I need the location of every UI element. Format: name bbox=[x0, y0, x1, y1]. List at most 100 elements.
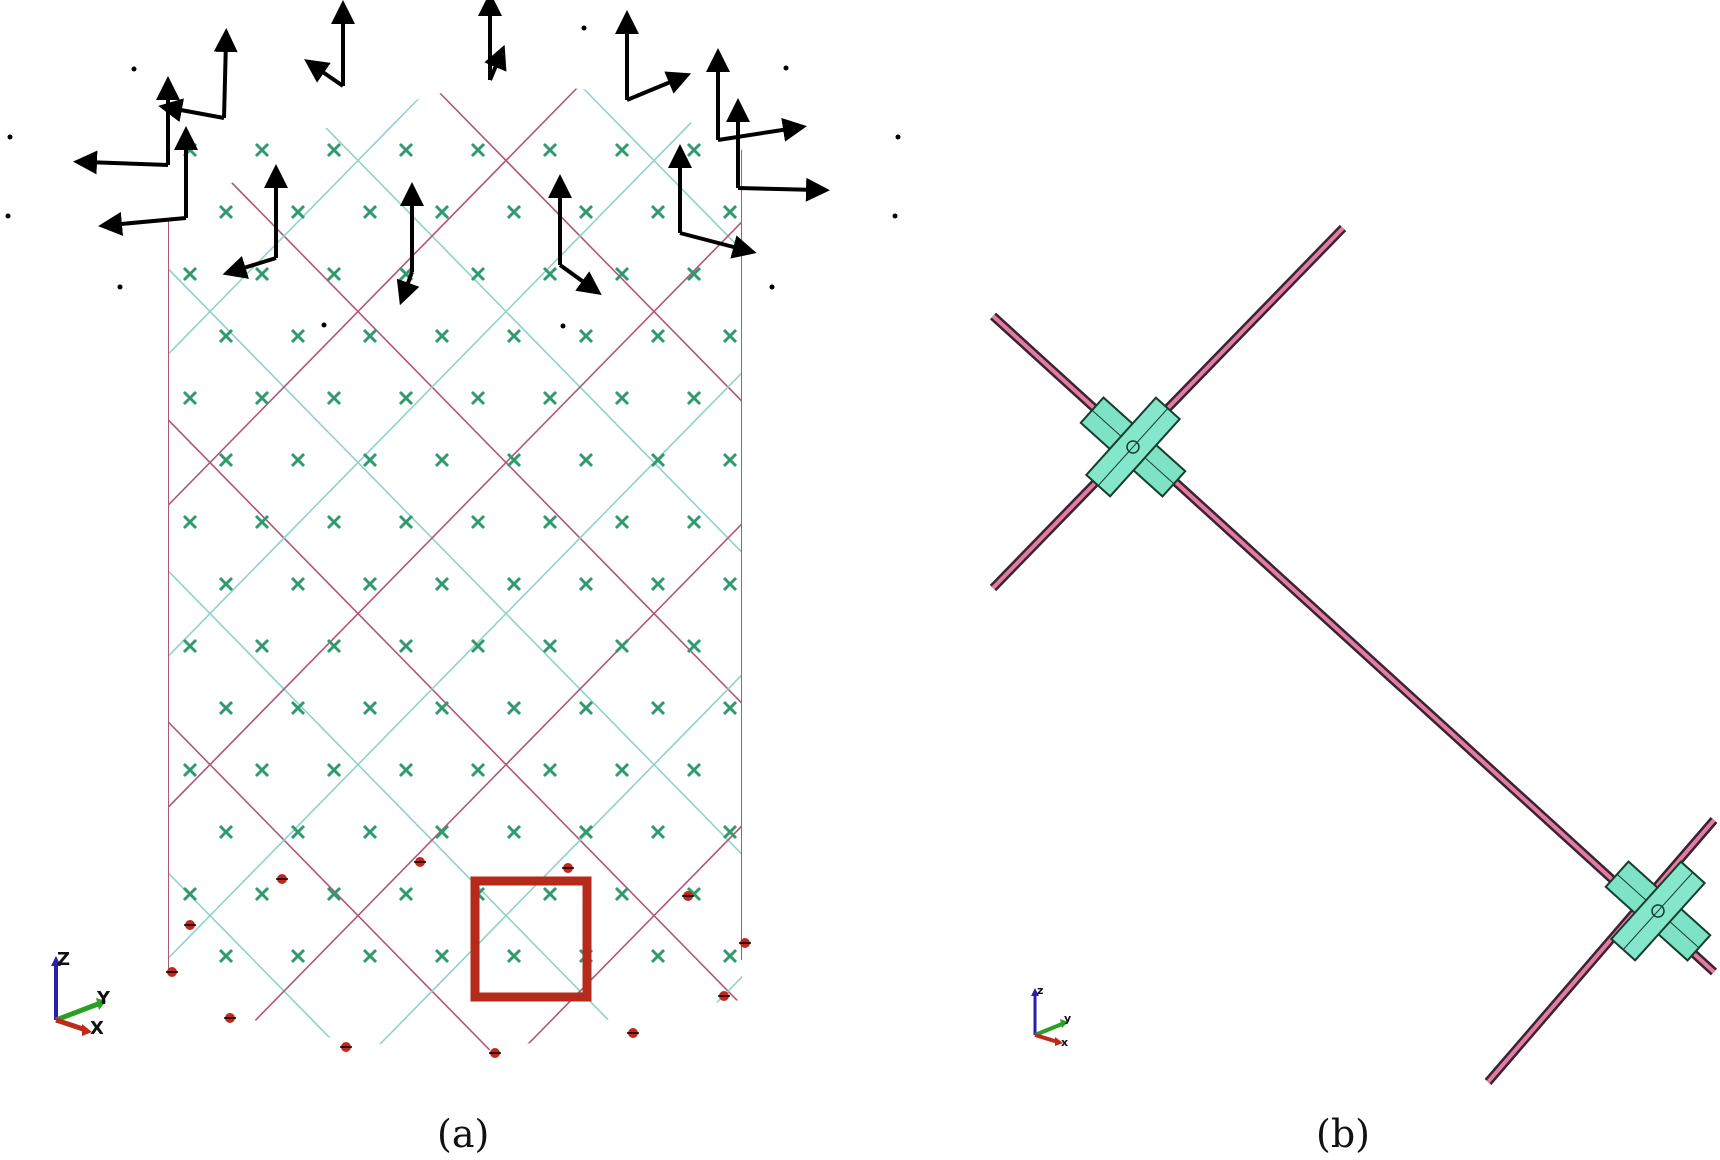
zoomed-struts bbox=[989, 224, 1718, 1085]
panel-a-lattice-view: Z Y X bbox=[5, 0, 1720, 1058]
load-arrow bbox=[737, 177, 830, 202]
connector-joint-lower bbox=[1604, 860, 1712, 962]
support-marker bbox=[489, 1048, 501, 1058]
load-arrow bbox=[558, 263, 602, 296]
joint-marker bbox=[254, 142, 270, 158]
joint-marker bbox=[290, 328, 306, 344]
zoom-highlight-box bbox=[470, 876, 592, 1002]
joint-marker bbox=[614, 266, 630, 282]
joint-marker bbox=[290, 576, 306, 592]
joint-marker bbox=[686, 266, 702, 282]
joint-marker bbox=[650, 576, 666, 592]
caption-panel-b: (b) bbox=[1316, 1112, 1370, 1156]
joint-marker bbox=[434, 576, 450, 592]
support-marker bbox=[340, 1042, 352, 1052]
caption-panel-a: (a) bbox=[437, 1112, 490, 1156]
load-arrow bbox=[304, 59, 345, 88]
axis-label-y: Y bbox=[96, 988, 111, 1009]
strut bbox=[168, 84, 729, 1051]
joint-marker bbox=[362, 328, 378, 344]
support-marker bbox=[166, 967, 178, 977]
stray-point bbox=[769, 284, 775, 290]
axis-label-x: X bbox=[90, 1018, 104, 1039]
strut bbox=[521, 84, 742, 1051]
joint-marker bbox=[218, 824, 234, 840]
stray-point bbox=[892, 213, 898, 219]
joint-marker bbox=[722, 824, 738, 840]
joint-marker bbox=[326, 762, 342, 778]
joint-marker bbox=[686, 142, 702, 158]
lattice-struts bbox=[168, 84, 1720, 1051]
joint-marker bbox=[542, 762, 558, 778]
joint-marker bbox=[362, 576, 378, 592]
joint-marker bbox=[434, 328, 450, 344]
axis-label-y: y bbox=[1064, 1012, 1071, 1025]
joint-marker bbox=[650, 204, 666, 220]
joint-marker bbox=[218, 204, 234, 220]
joint-marker bbox=[434, 948, 450, 964]
joint-marker bbox=[578, 204, 594, 220]
stray-point bbox=[131, 66, 137, 72]
strut bbox=[1024, 85, 1720, 1050]
joint-marker bbox=[362, 700, 378, 716]
joint-marker bbox=[254, 886, 270, 902]
load-arrows bbox=[73, 0, 830, 306]
joint-marker bbox=[182, 638, 198, 654]
joint-marker bbox=[686, 514, 702, 530]
joint-marker bbox=[362, 452, 378, 468]
joint-marker bbox=[578, 328, 594, 344]
lattice-joints bbox=[182, 142, 738, 964]
joint-marker bbox=[578, 576, 594, 592]
joint-marker bbox=[182, 390, 198, 406]
joint-marker bbox=[650, 824, 666, 840]
strut bbox=[168, 84, 742, 1051]
strut bbox=[669, 84, 742, 1051]
joint-marker bbox=[362, 948, 378, 964]
support-marker bbox=[224, 1013, 236, 1023]
load-arrow bbox=[98, 211, 187, 236]
strut bbox=[431, 84, 742, 1051]
joint-marker bbox=[254, 390, 270, 406]
support-marker bbox=[184, 920, 196, 930]
joint-marker bbox=[326, 886, 342, 902]
joint-marker bbox=[254, 514, 270, 530]
joint-marker bbox=[218, 452, 234, 468]
joint-marker bbox=[290, 948, 306, 964]
joint-marker bbox=[254, 638, 270, 654]
joint-marker bbox=[290, 700, 306, 716]
support-marker bbox=[718, 991, 730, 1001]
joint-marker bbox=[470, 390, 486, 406]
connector-joint-upper bbox=[1079, 396, 1187, 498]
joint-marker bbox=[470, 762, 486, 778]
joint-marker bbox=[254, 266, 270, 282]
joint-marker bbox=[578, 824, 594, 840]
joint-marker bbox=[686, 390, 702, 406]
joint-marker bbox=[398, 638, 414, 654]
joint-marker bbox=[470, 142, 486, 158]
axis-triad-a: Z Y X bbox=[51, 949, 111, 1039]
joint-marker bbox=[182, 762, 198, 778]
load-arrow bbox=[717, 117, 807, 142]
joint-marker bbox=[722, 948, 738, 964]
joint-marker bbox=[578, 700, 594, 716]
axis-label-x: x bbox=[1061, 1036, 1068, 1049]
joint-marker bbox=[434, 700, 450, 716]
stray-point bbox=[895, 134, 901, 140]
load-arrow bbox=[158, 98, 225, 122]
stray-points bbox=[5, 25, 901, 329]
strut bbox=[727, 84, 742, 1051]
strut bbox=[168, 84, 581, 1051]
joint-marker bbox=[254, 762, 270, 778]
joint-marker bbox=[614, 514, 630, 530]
joint-marker bbox=[650, 452, 666, 468]
joint-marker bbox=[722, 452, 738, 468]
axis-label-z: z bbox=[1037, 984, 1043, 997]
joint-marker bbox=[182, 514, 198, 530]
joint-marker bbox=[398, 514, 414, 530]
strut bbox=[168, 84, 742, 1051]
joint-marker bbox=[506, 204, 522, 220]
support-marker bbox=[562, 863, 574, 873]
joint-marker bbox=[650, 948, 666, 964]
joint-marker bbox=[326, 142, 342, 158]
